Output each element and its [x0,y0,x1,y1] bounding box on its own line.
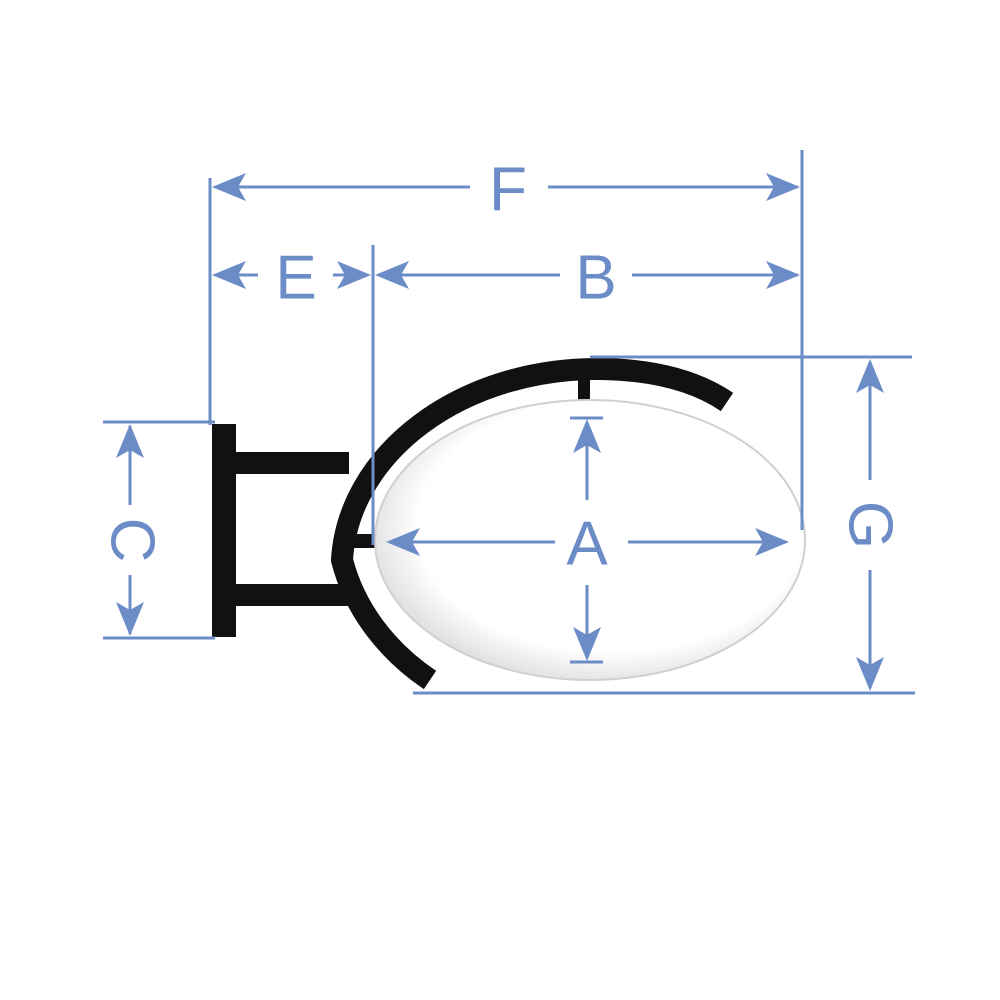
upper-arm [234,452,349,474]
label-a: A [566,510,608,579]
top-connector [578,378,590,402]
dimension-b: B [375,244,800,313]
label-f: F [489,156,527,225]
curved-frame [330,357,734,690]
label-c: C [98,518,167,563]
dimension-c: C [98,424,167,636]
dimension-g: G [836,359,905,691]
label-e: E [275,244,316,313]
oval-light-panel [374,399,806,681]
lower-arm [234,584,349,606]
extension-lines [103,150,915,695]
label-g: G [836,501,905,549]
dimension-e: E [212,244,371,313]
wall-plate [212,424,236,637]
dimension-f: F [212,156,800,225]
dimension-a: A [386,419,789,661]
label-b: B [575,244,616,313]
wall-bracket [212,357,734,690]
